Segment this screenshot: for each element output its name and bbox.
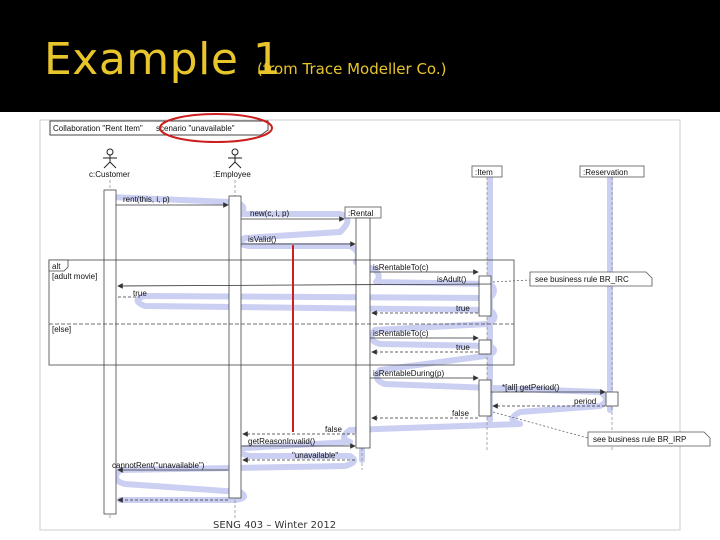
msg-new-label: new(c, i, p) [250,209,289,218]
lifeline-customer-label: c:Customer [89,170,130,179]
msg-isvalid-label: isValid() [248,235,277,244]
note-rule-1-text: see business rule BR_IRC [535,275,629,284]
slide-footer: SENG 403 – Winter 2012 [213,520,337,531]
msg-period-label: period [574,397,596,406]
msg-false1-label: false [452,409,469,418]
activation-reservation [605,391,619,407]
msg-isrentable1-label: isRentableTo(c) [373,263,429,272]
activation-item-3 [478,379,492,417]
sequence-diagram: Collaboration "Rent Item" scenario "unav… [39,113,711,531]
customer-actor-icon [103,148,117,169]
frame-label: Collaboration "Rent Item" [53,124,143,133]
alt-fragment [48,259,515,366]
frame-scenario-label: scenario "unavailable" [156,124,235,133]
msg-isrentable2-label: isRentableTo(c) [373,329,429,338]
msg-true2-label: true [456,304,470,313]
msg-isadult-label: isAdult() [437,275,467,284]
collaboration-frame [39,119,681,531]
msg-true1-label: true [133,289,147,298]
note-rule-2 [587,431,711,447]
activation-rental [355,217,371,449]
scenario-highlight-circle [159,113,273,143]
slide-subtitle: (from Trace Modeller Co.) [257,60,447,78]
note-rule-2-connector [492,411,589,439]
msg-cannotrent-label: cannotRent("unavailable") [112,461,205,470]
note-rule-1-connector [492,279,531,283]
alt-guard-2: [else] [52,325,71,334]
lifeline-rental-label: :Rental [348,209,374,218]
msg-false2-label: false [325,425,342,434]
msg-unavailable-label: "unavailable" [292,451,338,460]
msg-getperiod-label: *[all] getPeriod() [502,383,560,392]
slide-title: Example 1 [44,34,282,85]
alt-guard-1: [adult movie] [52,272,97,281]
msg-getreason-label: getReasonInvalid() [248,437,315,446]
alt-operator: alt [52,262,61,271]
lifeline-employee-label: :Employee [213,170,251,179]
msg-true3-label: true [456,343,470,352]
note-rule-1 [529,271,653,287]
msg-rent-label: rent(this, i, p) [123,195,170,204]
activation-item-2 [478,339,492,355]
msg-isadult-arrow [117,283,492,289]
title-bar: Example 1 (from Trace Modeller Co.) [0,0,720,112]
activation-item-1 [478,275,492,317]
note-rule-2-text: see business rule BR_IRP [593,435,686,444]
msg-isrentableduring-label: isRentableDuring(p) [373,369,444,378]
employee-actor-icon [228,148,242,169]
lifeline-reservation-label: :Reservation [583,168,628,177]
activation-customer [103,189,117,515]
lifeline-item-label: :Item [475,168,493,177]
activation-employee [228,195,242,499]
